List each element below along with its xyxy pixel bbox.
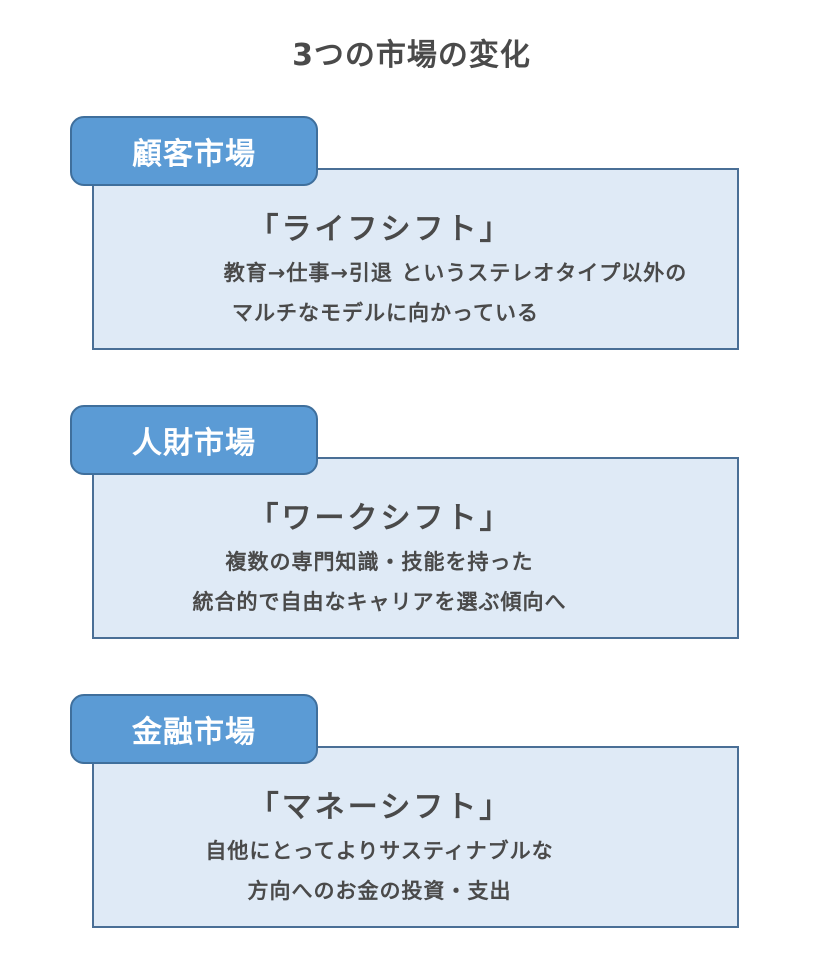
market-card-talent: 人財市場 「ワークシフト」 複数の専門知識・技能を持った 統合的で自由なキャリア… xyxy=(70,405,741,645)
tab-finance-market: 金融市場 xyxy=(70,694,318,764)
card-body-talent: 「ワークシフト」 複数の専門知識・技能を持った 統合的で自由なキャリアを選ぶ傾向… xyxy=(92,457,739,639)
desc-line-talent-2: 統合的で自由なキャリアを選ぶ傾向へ xyxy=(192,590,567,614)
desc-line-customer-2: マルチなモデルに向かっている xyxy=(232,301,539,325)
market-card-finance: 金融市場 「マネーシフト」 自他にとってよりサスティナブルな 方向へのお金の投資… xyxy=(70,694,741,934)
desc-line-finance-1: 自他にとってよりサスティナブルな xyxy=(205,839,554,863)
desc-line-talent-1: 複数の専門知識・技能を持った xyxy=(225,550,534,574)
market-card-customer: 顧客市場 「ライフシフト」 教育→仕事→引退 というステレオタイプ以外の マルチ… xyxy=(70,116,741,356)
desc-line-finance-2: 方向へのお金の投資・支出 xyxy=(247,879,512,903)
shift-title-talent: 「ワークシフト」 xyxy=(248,501,513,536)
tab-customer-market: 顧客市場 xyxy=(70,116,318,186)
desc-line-customer-1: 教育→仕事→引退 というステレオタイプ以外の xyxy=(223,261,688,285)
shift-title-finance: 「マネーシフト」 xyxy=(248,790,513,825)
card-body-finance: 「マネーシフト」 自他にとってよりサスティナブルな 方向へのお金の投資・支出 xyxy=(92,746,739,928)
tab-talent-market: 人財市場 xyxy=(70,405,318,475)
card-body-customer: 「ライフシフト」 教育→仕事→引退 というステレオタイプ以外の マルチなモデルに… xyxy=(92,168,739,350)
page-title: 3つの市場の変化 xyxy=(292,38,531,73)
shift-title-customer: 「ライフシフト」 xyxy=(248,212,513,247)
